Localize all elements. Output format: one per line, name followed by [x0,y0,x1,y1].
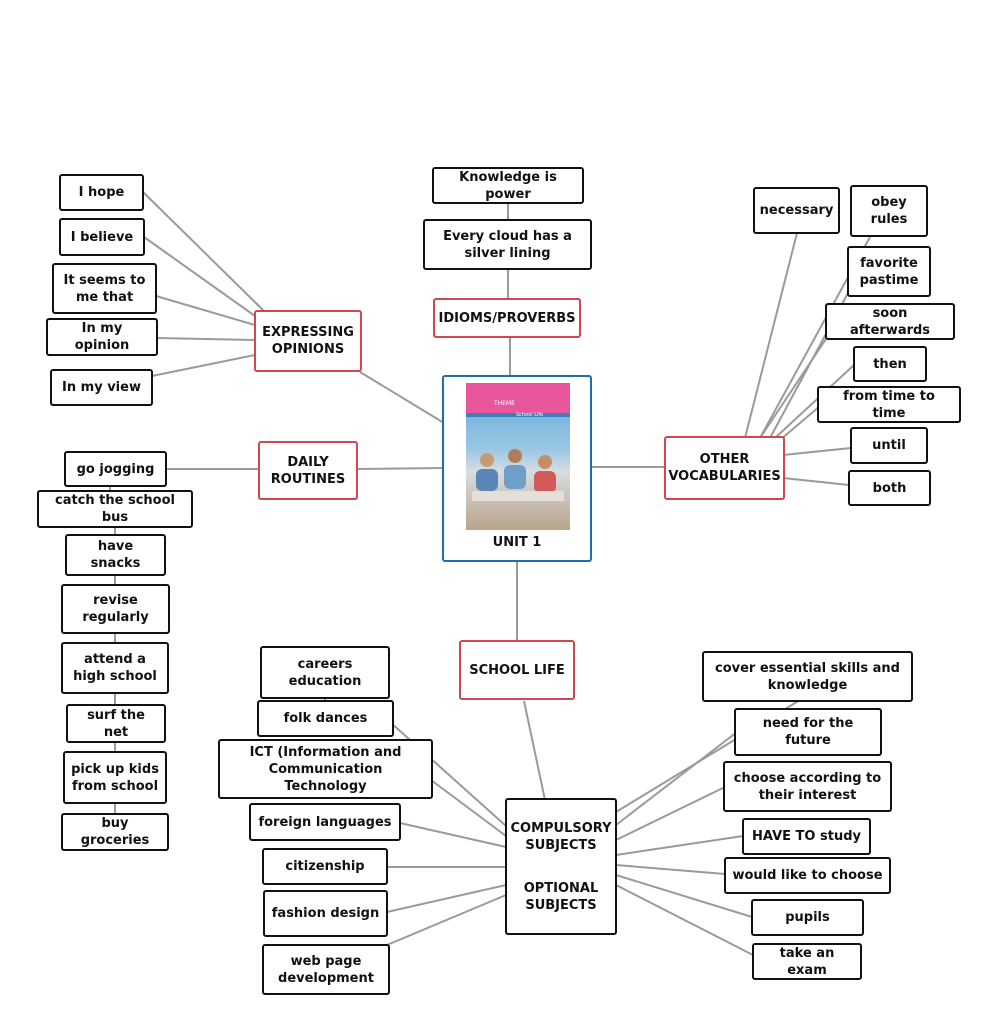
subject-item: ICT (Information and Communication Techn… [218,739,433,799]
unit-label: UNIT 1 [492,535,542,550]
subject-item: citizenship [262,848,388,885]
subject-item: careers education [260,646,390,699]
vocab-item: until [850,427,928,464]
vocab-item: both [848,470,931,506]
vocab-item: favorite pastime [847,246,931,297]
cover-subtitle-text: School Life [516,412,544,418]
center-node-unit-1: THEME School Life UNIT 1 [442,375,592,562]
routine-item: catch the school bus [37,490,193,528]
vocab-item: from time to time [817,386,961,423]
subject-item: choose according to their interest [723,761,892,812]
routine-item: revise regularly [61,584,170,634]
opinion-phrase: I hope [59,174,144,211]
hub-other-vocabularies: OTHER VOCABULARIES [664,436,785,500]
routine-item: go jogging [64,451,167,487]
routine-item: attend a high school [61,642,169,694]
cover-theme-text: THEME [494,400,515,407]
subject-item: web page development [262,944,390,995]
idiom-phrase: Every cloud has a silver lining [423,219,592,270]
routine-item: surf the net [66,704,166,743]
textbook-cover-image: THEME School Life [466,383,570,530]
subject-item: HAVE TO study [742,818,871,855]
routine-item: have snacks [65,534,166,576]
subject-item: would like to choose [724,857,891,894]
subject-item: take an exam [752,943,862,980]
opinion-phrase: I believe [59,218,145,256]
hub-expressing-opinions: EXPRESSING OPINIONS [254,310,362,372]
subject-item: fashion design [263,890,388,937]
hub-subjects: COMPULSORY SUBJECTS OPTIONAL SUBJECTS [505,798,617,935]
routine-item: buy groceries [61,813,169,851]
opinion-phrase: It seems to me that [52,263,157,314]
subject-item: cover essential skills and knowledge [702,651,913,702]
compulsory-subjects-label: COMPULSORY SUBJECTS [510,820,612,853]
subject-item: need for the future [734,708,882,756]
hub-idioms-proverbs: IDIOMS/PROVERBS [433,298,581,338]
routine-item: pick up kids from school [63,751,167,804]
optional-subjects-label: OPTIONAL SUBJECTS [523,880,599,913]
opinion-phrase: In my view [50,369,153,406]
subject-item: pupils [751,899,864,936]
opinion-phrase: In my opinion [46,318,158,356]
subject-item: folk dances [257,700,394,737]
subject-item: foreign languages [249,803,401,841]
vocab-item: then [853,346,927,382]
vocab-item: obey rules [850,185,928,237]
vocab-item: necessary [753,187,840,234]
hub-daily-routines: DAILY ROUTINES [258,441,358,500]
idiom-phrase: Knowledge is power [432,167,584,204]
hub-school-life: SCHOOL LIFE [459,640,575,700]
vocab-item: soon afterwards [825,303,955,340]
